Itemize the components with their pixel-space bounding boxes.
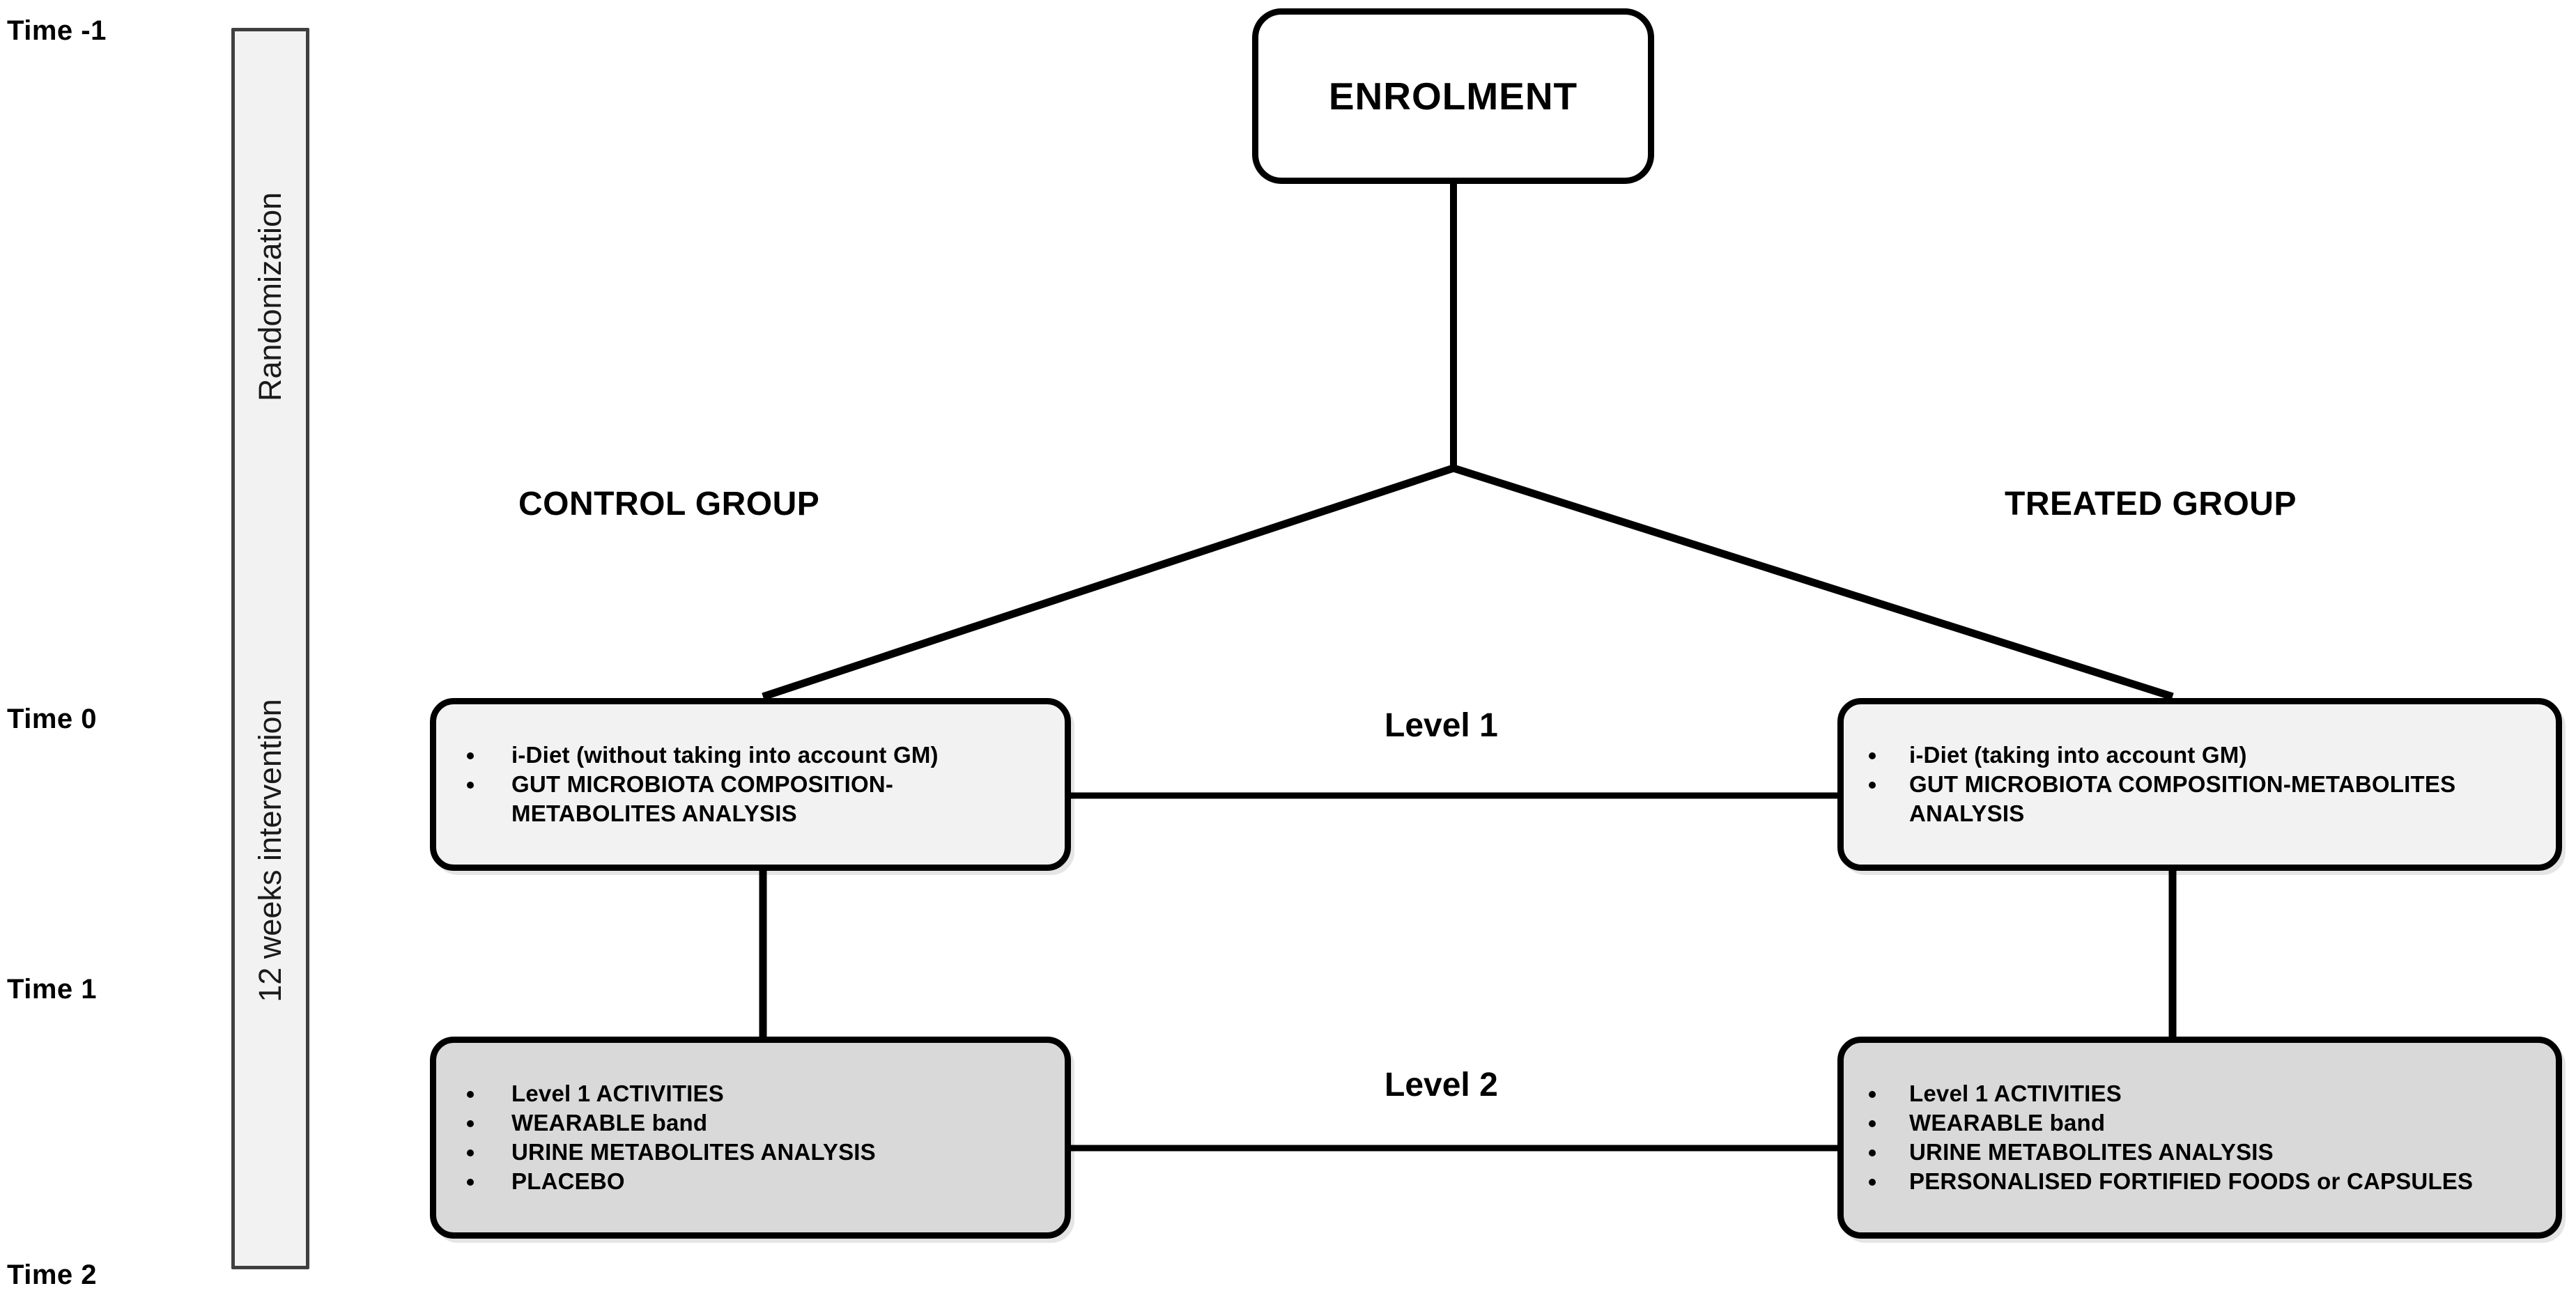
- list-item: URINE METABOLITES ANALYSIS: [454, 1138, 1052, 1167]
- control-group-label: CONTROL GROUP: [518, 486, 820, 522]
- control-level2-node: Level 1 ACTIVITIES WEARABLE band URINE M…: [430, 1037, 1071, 1239]
- phase-label-intervention: 12 weeks intervention: [252, 699, 288, 1002]
- list-item: URINE METABOLITES ANALYSIS: [1862, 1138, 2543, 1167]
- phase-label-randomization: Randomization: [252, 192, 288, 402]
- level-1-caption: Level 1: [1385, 707, 1498, 744]
- timeline-label-time-minus-1: Time -1: [7, 15, 107, 46]
- list-item: PERSONALISED FORTIFIED FOODS or CAPSULES: [1862, 1167, 2543, 1196]
- list-item: Level 1 ACTIVITIES: [454, 1079, 1052, 1108]
- timeline-label-time-2: Time 2: [7, 1260, 97, 1290]
- list-item: PLACEBO: [454, 1167, 1052, 1196]
- control-level1-bullet-list: i-Diet (without taking into account GM) …: [454, 741, 1052, 828]
- list-item: GUT MICROBIOTA COMPOSITION-METABOLITES A…: [454, 770, 1052, 828]
- enrolment-node: ENROLMENT: [1252, 8, 1654, 184]
- list-item: WEARABLE band: [1862, 1108, 2543, 1138]
- timeline-label-time-1: Time 1: [7, 974, 97, 1005]
- control-level2-bullet-list: Level 1 ACTIVITIES WEARABLE band URINE M…: [454, 1079, 1052, 1196]
- list-item: GUT MICROBIOTA COMPOSITION-METABOLITES A…: [1862, 770, 2543, 828]
- treated-level1-bullet-list: i-Diet (taking into account GM) GUT MICR…: [1862, 741, 2543, 828]
- connector-enrolment-to-control: [762, 464, 1455, 701]
- treated-level2-node: Level 1 ACTIVITIES WEARABLE band URINE M…: [1837, 1037, 2562, 1239]
- list-item: i-Diet (taking into account GM): [1862, 741, 2543, 770]
- list-item: i-Diet (without taking into account GM): [454, 741, 1052, 770]
- treated-level2-bullet-list: Level 1 ACTIVITIES WEARABLE band URINE M…: [1862, 1079, 2543, 1196]
- study-phase-bar: Randomization 12 weeks intervention: [231, 28, 309, 1269]
- enrolment-title: ENROLMENT: [1328, 75, 1578, 118]
- treated-level1-node: i-Diet (taking into account GM) GUT MICR…: [1837, 698, 2562, 871]
- timeline-label-time-0: Time 0: [7, 704, 97, 734]
- treated-group-label: TREATED GROUP: [2005, 486, 2297, 522]
- level-2-caption: Level 2: [1385, 1067, 1498, 1103]
- control-level1-node: i-Diet (without taking into account GM) …: [430, 698, 1071, 871]
- list-item: Level 1 ACTIVITIES: [1862, 1079, 2543, 1108]
- list-item: WEARABLE band: [454, 1108, 1052, 1138]
